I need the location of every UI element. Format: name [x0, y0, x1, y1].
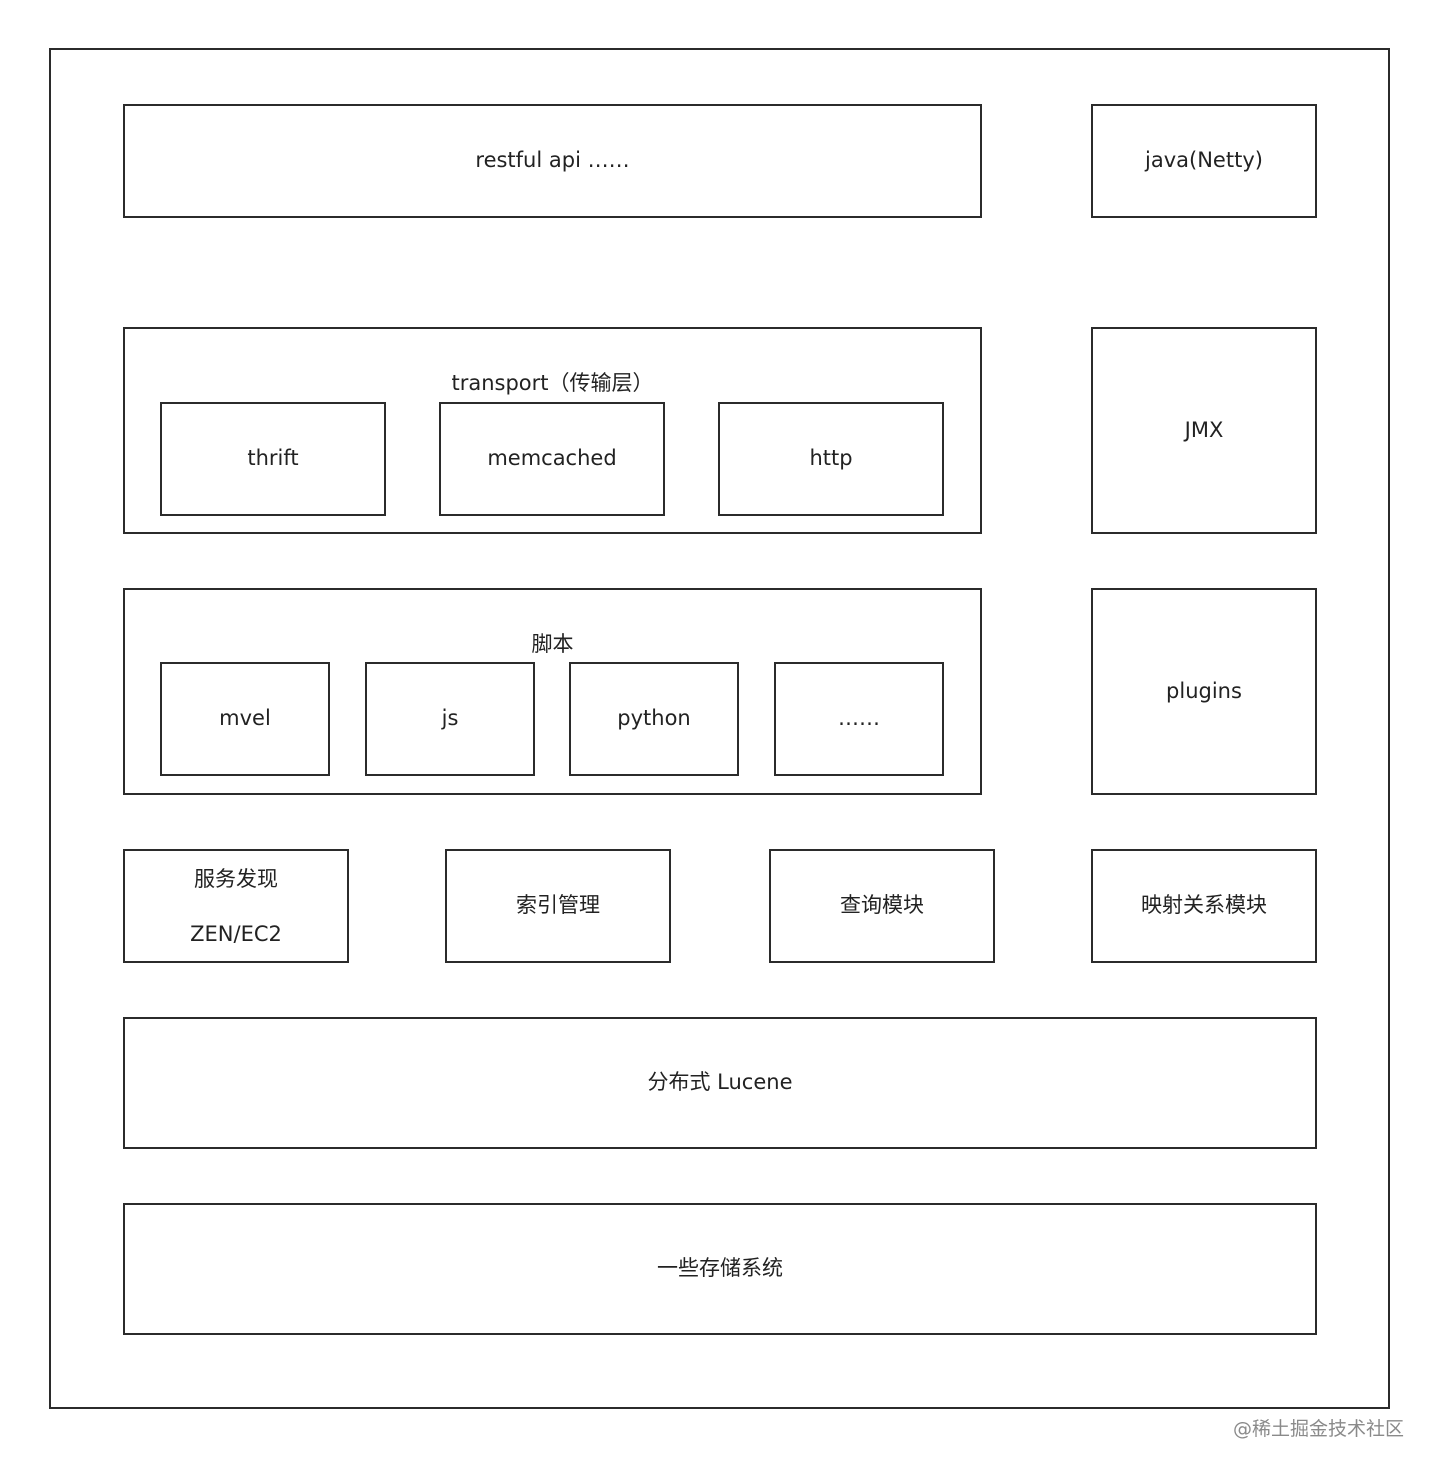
- restful-api-label: restful api ……: [475, 148, 630, 173]
- transport-item-http: http: [718, 402, 944, 516]
- mapping-module-label: 映射关系模块: [1141, 893, 1267, 918]
- thrift-label: thrift: [247, 446, 299, 471]
- discovery-impl-label: ZEN/EC2: [190, 921, 282, 946]
- plugins-box: plugins: [1091, 588, 1317, 795]
- script-item-mvel: mvel: [160, 662, 330, 776]
- js-label: js: [441, 706, 459, 731]
- storage-box: 一些存储系统: [123, 1203, 1317, 1335]
- script-item-python: python: [569, 662, 739, 776]
- discovery-box: 服务发现 ZEN/EC2: [123, 849, 349, 963]
- query-module-label: 查询模块: [840, 893, 924, 918]
- index-management-label: 索引管理: [516, 893, 600, 918]
- distributed-lucene-label: 分布式 Lucene: [647, 1070, 793, 1095]
- transport-item-thrift: thrift: [160, 402, 386, 516]
- storage-label: 一些存储系统: [657, 1256, 783, 1281]
- query-module-box: 查询模块: [769, 849, 995, 963]
- jmx-box: JMX: [1091, 327, 1317, 534]
- plugins-label: plugins: [1166, 678, 1242, 703]
- mvel-label: mvel: [219, 706, 271, 731]
- java-netty-box: java(Netty): [1091, 104, 1317, 218]
- http-label: http: [809, 446, 853, 471]
- distributed-lucene-box: 分布式 Lucene: [123, 1017, 1317, 1149]
- script-item-more: ……: [774, 662, 944, 776]
- more-label: ……: [838, 706, 880, 731]
- java-netty-label: java(Netty): [1145, 148, 1263, 173]
- outer-frame: [49, 48, 1390, 1409]
- script-item-js: js: [365, 662, 535, 776]
- watermark: @稀土掘金技术社区: [1232, 1418, 1404, 1440]
- python-label: python: [617, 706, 691, 731]
- mapping-module-box: 映射关系模块: [1091, 849, 1317, 963]
- transport-item-memcached: memcached: [439, 402, 665, 516]
- restful-api-box: restful api ……: [123, 104, 982, 218]
- scripting-title: 脚本: [531, 632, 574, 656]
- memcached-label: memcached: [487, 446, 617, 471]
- jmx-label: JMX: [1184, 417, 1224, 442]
- discovery-label: 服务发现: [194, 867, 278, 891]
- transport-title: transport（传输层）: [451, 371, 654, 395]
- index-management-box: 索引管理: [445, 849, 671, 963]
